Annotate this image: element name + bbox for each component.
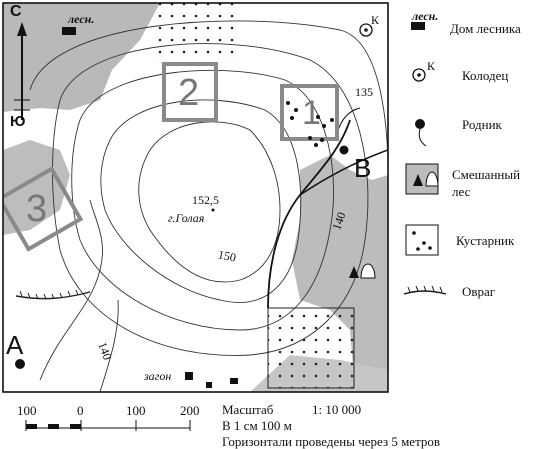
- building-2: [206, 382, 212, 388]
- building-1: [185, 372, 193, 380]
- contour-line-1: [138, 121, 281, 283]
- well-symbol: [359, 23, 373, 37]
- map-frame: [2, 2, 389, 393]
- scale-tick-200: 200: [180, 403, 200, 418]
- north-label-s: С: [10, 3, 22, 20]
- legend-spring-symbol: [415, 119, 427, 147]
- scale-value: 1: 10 000: [312, 402, 362, 417]
- hill-height-label: 152,5: [192, 193, 219, 207]
- forester-house-symbol: [62, 27, 76, 35]
- forest-area-right: [292, 155, 388, 392]
- scale-tick-0: 0: [77, 403, 84, 418]
- north-label-yu: Ю: [10, 113, 26, 130]
- legend-ravine-label: Овраг: [462, 284, 496, 299]
- road: [267, 119, 351, 309]
- legend-shrub-symbol: [405, 224, 439, 256]
- scale-line-3: Горизонтали проведены через 5 метров: [222, 434, 441, 449]
- zone-box-2: [162, 62, 218, 122]
- mixed-forest-icon-map: [349, 263, 376, 279]
- scale-tick-100-left: 100: [17, 403, 37, 418]
- zone-1-label: 1: [302, 94, 321, 132]
- zone-3-label: 3: [26, 188, 48, 230]
- shrub-area-top: [155, 3, 240, 63]
- point-b-label: B: [354, 153, 372, 183]
- scale-bar: [25, 420, 191, 431]
- legend-well-symbol: [412, 68, 426, 82]
- contour-line-3: [71, 69, 334, 331]
- zone-box-3: [3, 166, 84, 252]
- legend-spring-label: Родник: [462, 117, 502, 132]
- legend-mixed-forest-label-2: лес: [452, 184, 471, 199]
- ravine-hatch: [19, 289, 79, 300]
- legend-ravine-symbol: [403, 285, 447, 295]
- road-branch: [299, 149, 388, 196]
- contour-line-6: [39, 199, 103, 381]
- contour-150-label: 150: [216, 247, 238, 265]
- point-a-marker: [15, 359, 25, 369]
- legend-forester-house-prefix: лесн.: [412, 9, 439, 23]
- hill-peak: [211, 208, 215, 212]
- building-3: [230, 378, 238, 384]
- legend-mixed-forest-symbol: [405, 163, 439, 195]
- scale-line-2: В 1 см 100 м: [222, 418, 292, 433]
- forest-area-top-left: [3, 3, 160, 112]
- legend-shrub-label: Кустарник: [456, 233, 515, 248]
- contour-line-4: [52, 43, 369, 356]
- contour-line-7: [99, 299, 119, 392]
- shrub-cluster-zone-1: [286, 101, 334, 147]
- contour-line-2: [100, 99, 302, 303]
- legend-forester-house-label: Дом лесника: [450, 21, 521, 36]
- spring-symbol: [339, 145, 349, 155]
- legend-well-k: К: [427, 59, 436, 73]
- ravine-symbol: [15, 291, 91, 300]
- zone-2-label: 2: [178, 72, 200, 114]
- legend-mixed-forest-label-1: Смешанный: [452, 167, 521, 182]
- well-k-label: К: [371, 13, 380, 27]
- pen-label: загон: [144, 369, 172, 383]
- point-a-label: A: [6, 330, 24, 360]
- forester-house-label: лесн.: [68, 12, 95, 26]
- forest-area-left: [3, 140, 70, 235]
- north-arrow-head: [17, 22, 27, 36]
- hill-name-label: г.Голая: [168, 211, 205, 225]
- contour-line-5: [29, 20, 388, 200]
- legend-well-label: Колодец: [462, 68, 509, 83]
- shrub-area-plot: [267, 307, 355, 389]
- contour-135-label: 135: [355, 85, 373, 99]
- scale-label: Масштаб: [222, 402, 274, 417]
- scale-tick-100: 100: [126, 403, 146, 418]
- legend-forester-house-symbol: [411, 22, 425, 30]
